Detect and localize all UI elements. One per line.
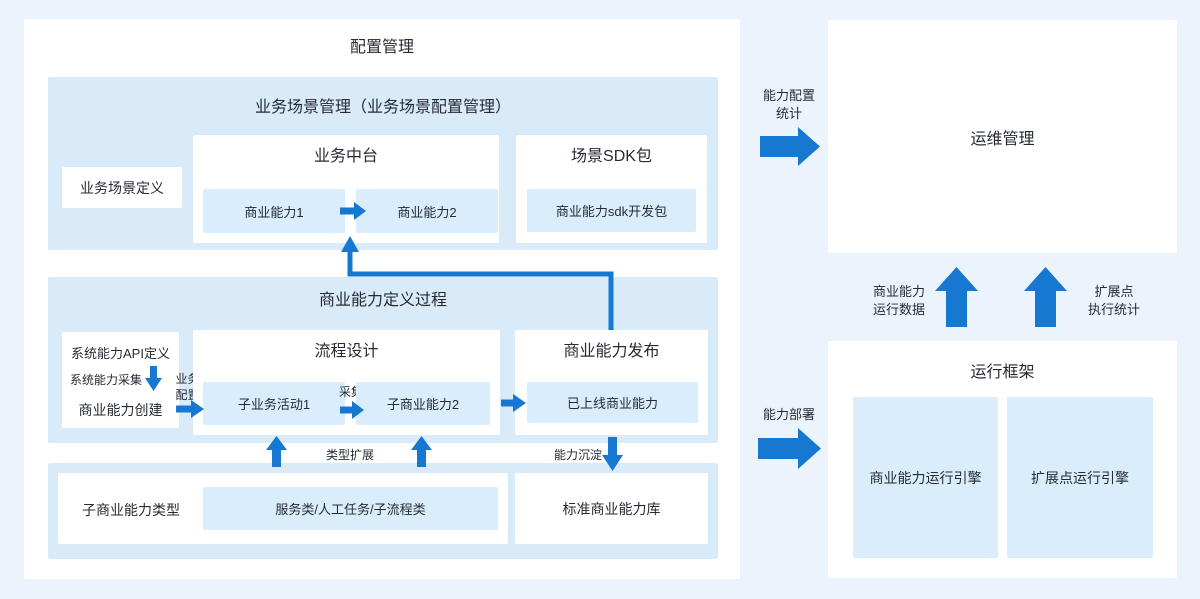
scene-definition-box: 业务场景定义 [62, 167, 182, 208]
api-definition-label: 系统能力API定义 [71, 346, 170, 361]
capability-config-stats-label: 能力配置 统计 [762, 88, 815, 122]
arrow-runtime-data-up-icon [935, 267, 978, 327]
arrow-capability-deploy-icon [758, 428, 821, 469]
arrow-extension-stats-up-icon [1024, 267, 1067, 327]
sub-activity-box: 子业务活动1 [203, 382, 345, 425]
capability-types-box: 服务类/人工任务/子流程类 [203, 487, 498, 530]
online-capability-box: 已上线商业能力 [527, 382, 698, 423]
capability1-box: 商业能力1 [203, 189, 345, 233]
capability2-box: 商业能力2 [356, 189, 498, 233]
system-capability-collect-label: 系统能力采集 [69, 373, 142, 387]
type-extension-label: 类型扩展 [325, 448, 374, 462]
business-middle-platform-title: 业务中台 [313, 148, 378, 165]
sub-capability-box: 子商业能力2 [356, 382, 490, 425]
sdk-package-box: 商业能力sdk开发包 [527, 189, 696, 232]
extension-engine-box: 扩展点运行引擎 [1007, 397, 1153, 558]
capability-publish-title: 商业能力发布 [563, 343, 660, 360]
capability-deploy-label: 能力部署 [762, 407, 815, 422]
scene-sdk-title: 场景SDK包 [571, 148, 652, 165]
process-design-title: 流程设计 [314, 343, 379, 360]
arrow-capability-config-stats-icon [760, 127, 820, 166]
capability-definition-title: 商业能力定义过程 [318, 292, 447, 309]
capability-create-label: 商业能力创建 [78, 402, 163, 418]
capability-engine-box: 商业能力运行引擎 [853, 397, 998, 558]
extension-exec-stats-label: 扩展点 执行统计 [1087, 284, 1140, 318]
capability-runtime-data-label: 商业能力 运行数据 [872, 284, 925, 318]
sub-capability-type-label: 子商业能力类型 [82, 502, 180, 518]
capability-sediment-label: 能力沉淀 [553, 448, 602, 462]
runtime-framework-title: 运行框架 [970, 364, 1035, 381]
scene-management-title: 业务场景管理（业务场景配置管理） [254, 99, 511, 116]
ops-management-panel: 运维管理 [828, 20, 1177, 253]
config-management-title: 配置管理 [349, 39, 414, 56]
standard-library-box: 标准商业能力库 [515, 473, 708, 544]
